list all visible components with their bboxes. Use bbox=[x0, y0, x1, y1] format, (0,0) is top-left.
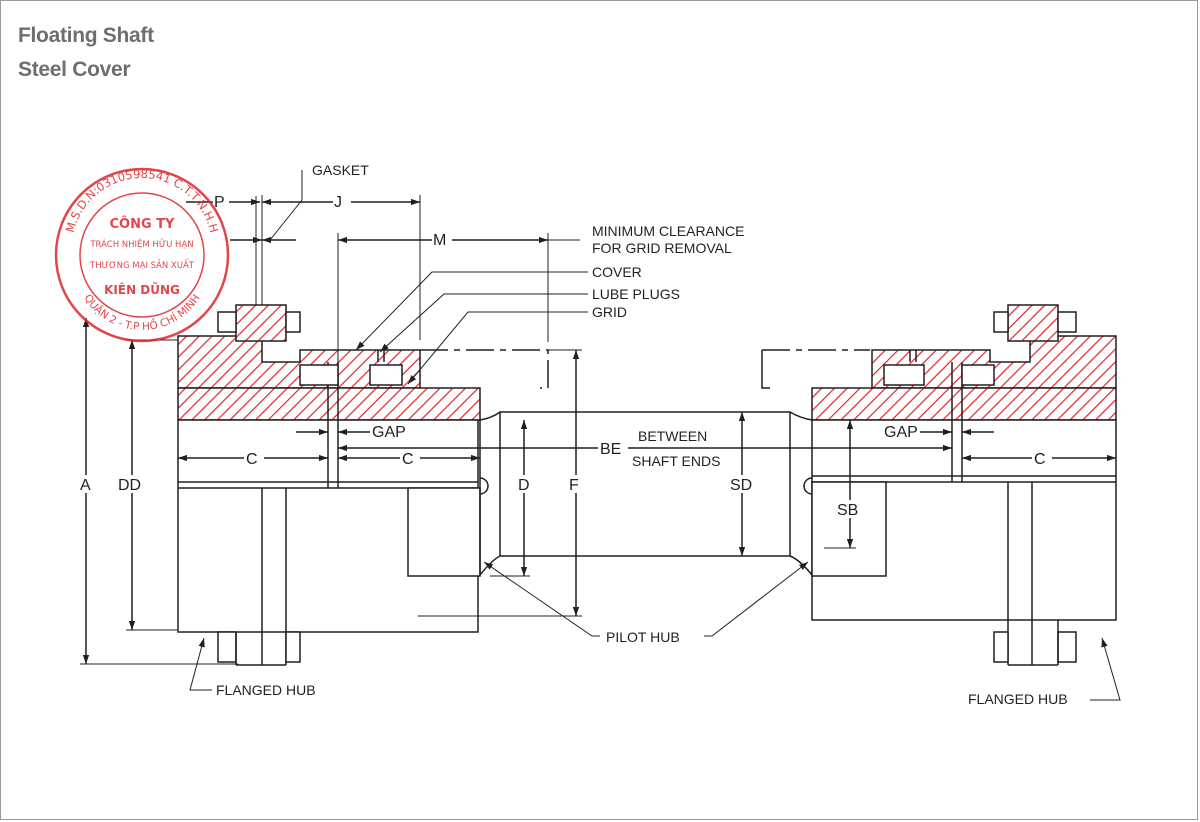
company-stamp: M.S.D.N:0310598541 C.T.T.N.H.H QUẬN 2 - … bbox=[54, 167, 230, 343]
min-clearance-label-2: FOR GRID REMOVAL bbox=[592, 240, 732, 256]
dim-c-right: C bbox=[1034, 451, 1046, 468]
dim-sb: SB bbox=[837, 502, 858, 519]
dim-f: F bbox=[569, 477, 579, 494]
dim-j: J bbox=[334, 194, 342, 211]
dim-be: BE bbox=[600, 441, 621, 458]
stamp-line2: TRÁCH NHIỆM HỮU HẠN bbox=[89, 238, 193, 250]
dim-c-left-2: C bbox=[402, 451, 414, 468]
lube-plugs-label: LUBE PLUGS bbox=[592, 286, 680, 302]
stamp-line4: KIÊN DŨNG bbox=[104, 282, 180, 297]
right-flanged-hub bbox=[811, 304, 1117, 666]
dim-d: D bbox=[518, 477, 530, 494]
dim-sd: SD bbox=[730, 477, 752, 494]
title-steel-cover: Steel Cover bbox=[18, 58, 131, 81]
shaft-ends-label: SHAFT ENDS bbox=[632, 453, 720, 469]
dim-m: M bbox=[433, 232, 446, 249]
flanged-hub-left-label: FLANGED HUB bbox=[216, 682, 316, 698]
dim-p: P bbox=[214, 194, 225, 211]
stamp-line1: CÔNG TY bbox=[110, 216, 176, 232]
dim-gap-right: GAP bbox=[884, 424, 918, 441]
dim-gap-left: GAP bbox=[372, 424, 406, 441]
stamp-ring-bottom: QUẬN 2 - T.P HỒ CHÍ MINH bbox=[81, 292, 202, 333]
cover-label: COVER bbox=[592, 264, 642, 280]
title-floating-shaft: Floating Shaft bbox=[18, 24, 154, 47]
dim-c-left-1: C bbox=[246, 451, 258, 468]
min-clearance-label-1: MINIMUM CLEARANCE bbox=[592, 223, 744, 239]
stamp-line3: THƯƠNG MẠI SẢN XUẤT bbox=[89, 259, 195, 271]
dim-dd: DD bbox=[118, 477, 141, 494]
dim-a: A bbox=[80, 477, 91, 494]
pilot-hub-label: PILOT HUB bbox=[606, 629, 680, 645]
between-label: BETWEEN bbox=[638, 428, 707, 444]
flanged-hub-right-label: FLANGED HUB bbox=[968, 691, 1068, 707]
left-flanged-hub bbox=[177, 304, 481, 666]
grid-label: GRID bbox=[592, 304, 627, 320]
gasket-label: GASKET bbox=[312, 162, 369, 178]
